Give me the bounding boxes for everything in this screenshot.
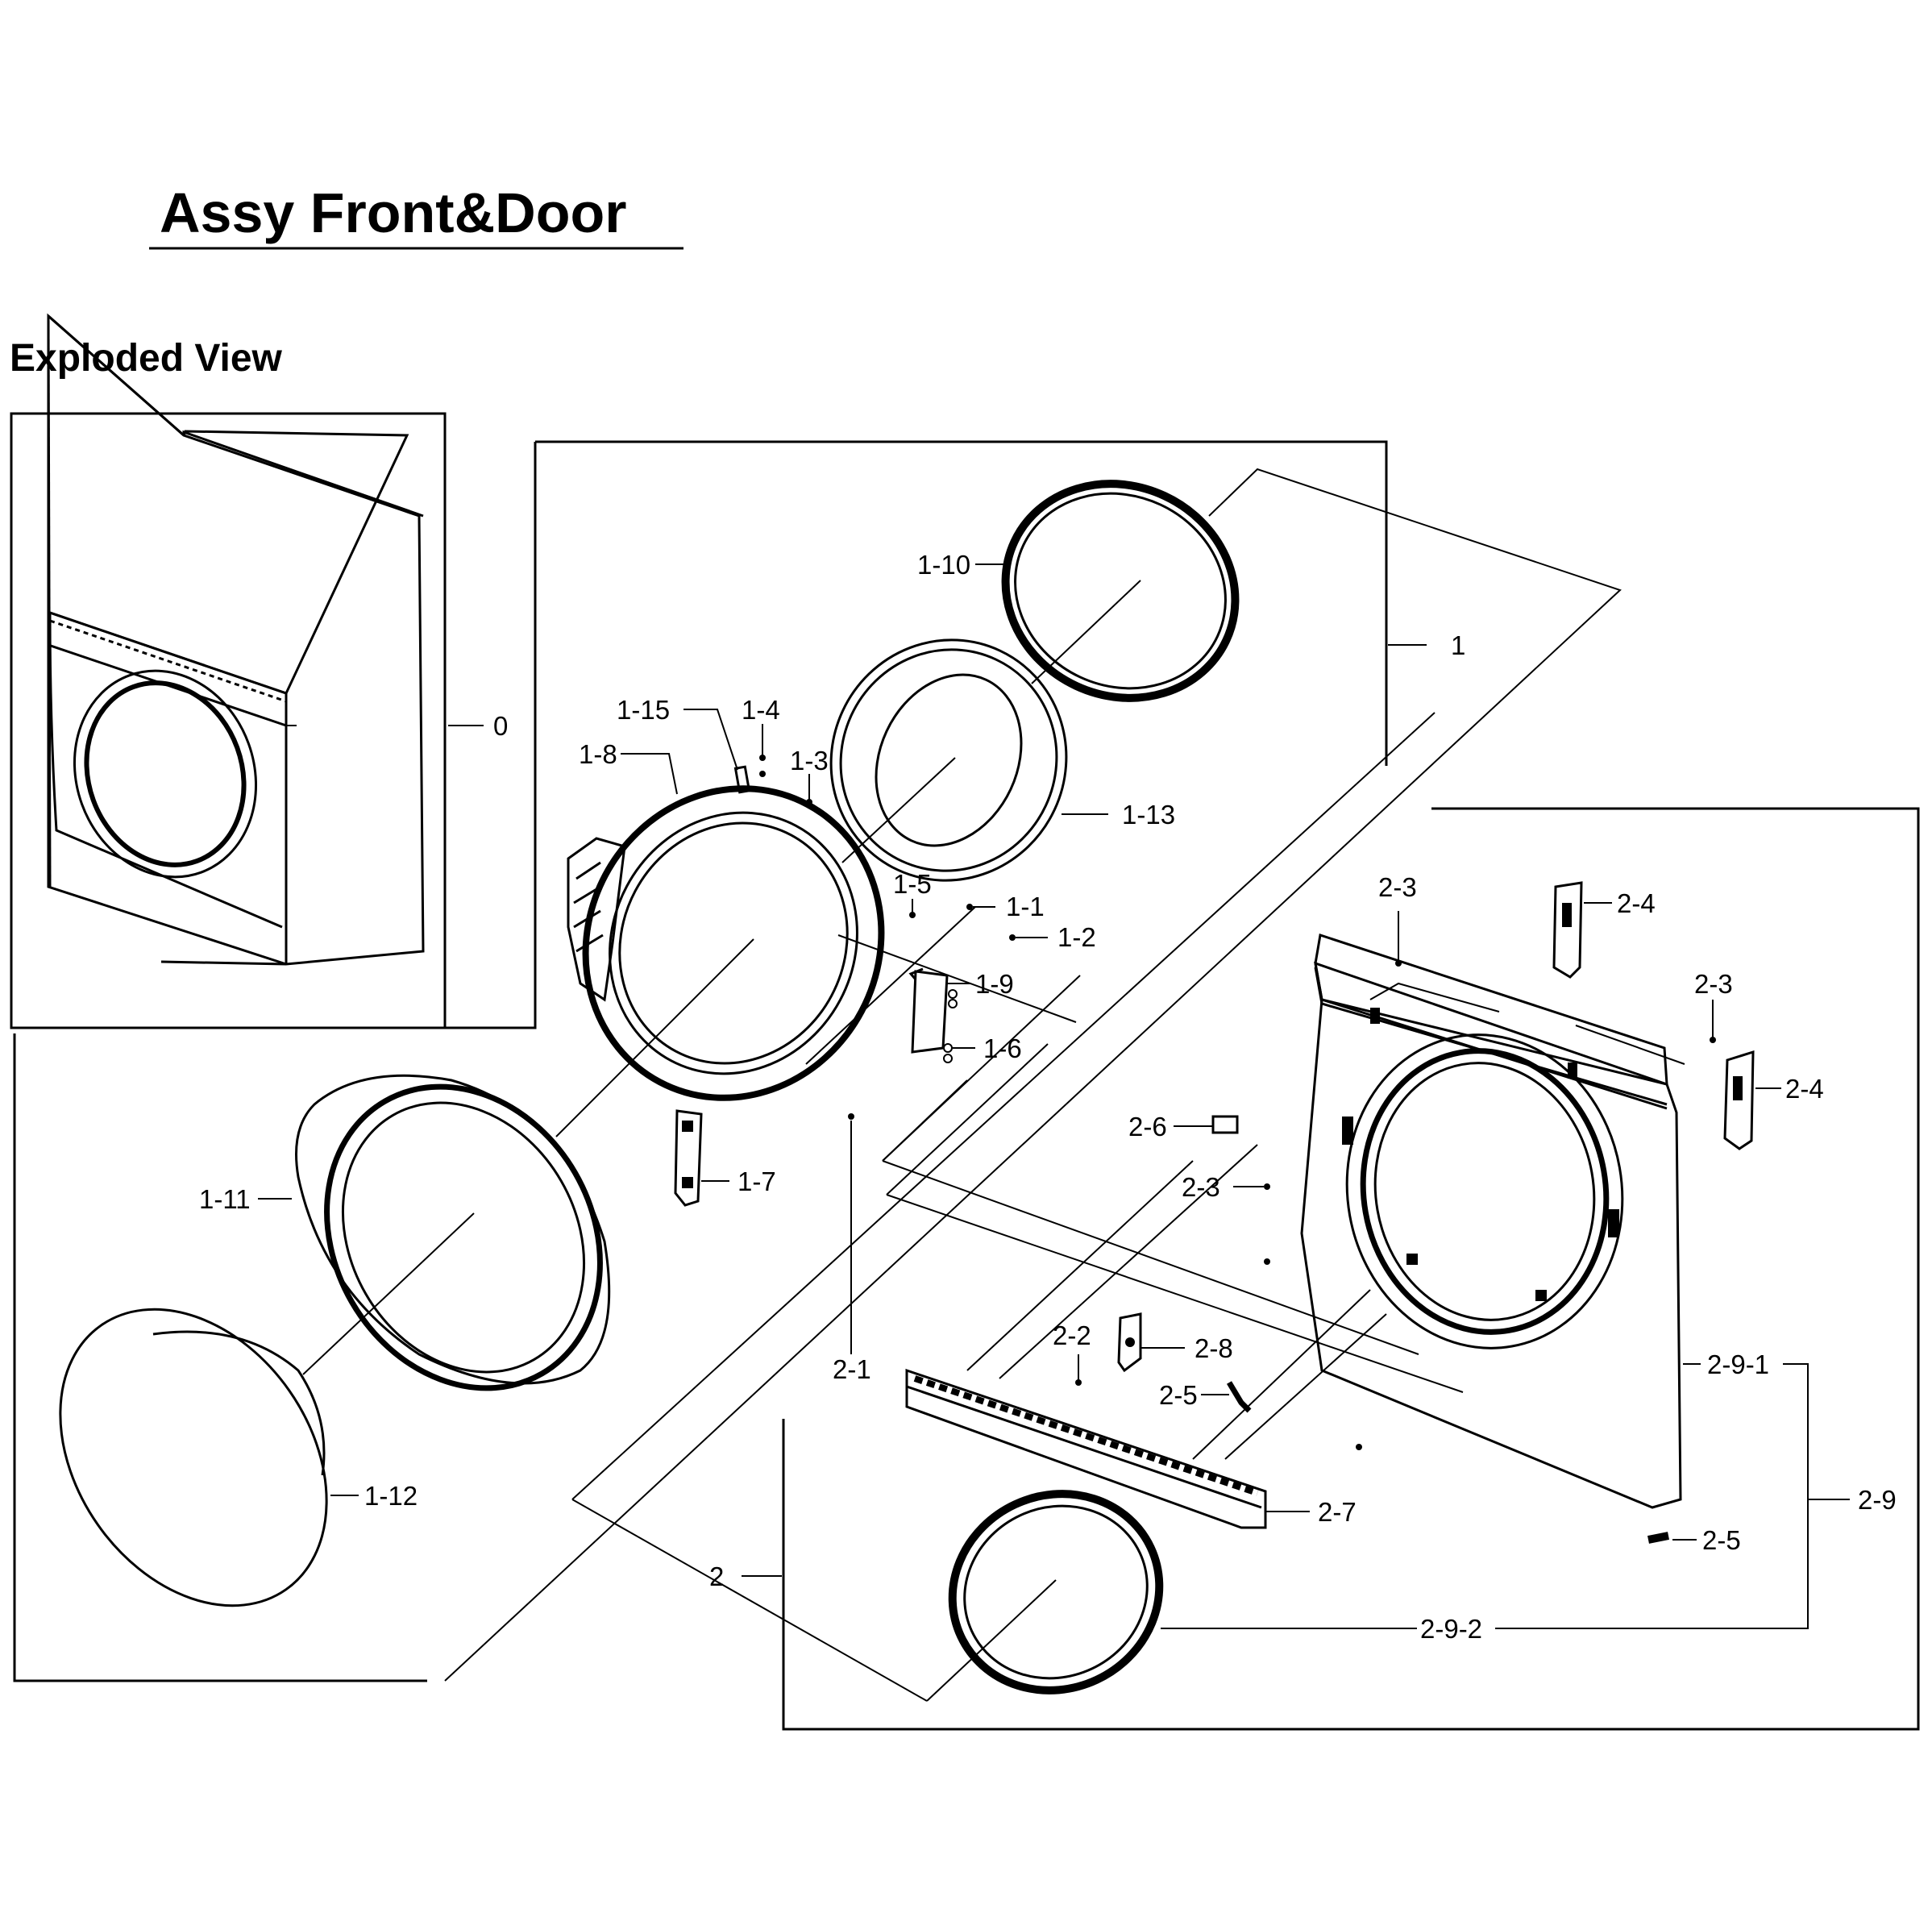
- hinge-pin-1-15: [733, 755, 766, 794]
- screw-1-2: [1009, 934, 1016, 941]
- label-2-3-top: 2-3: [1378, 872, 1417, 902]
- label-1-8: 1-8: [579, 739, 617, 769]
- label-2-4-right: 2-4: [1785, 1074, 1824, 1104]
- label-1-1: 1-1: [1006, 892, 1045, 921]
- part-2-6: [1211, 1115, 1239, 1134]
- inner-glass-1-13: [829, 638, 1068, 882]
- label-1-11: 1-11: [199, 1184, 251, 1214]
- label-2-5-right: 2-5: [1702, 1525, 1741, 1555]
- screw-2-3a: [1395, 960, 1402, 967]
- label-2-3-right: 2-3: [1694, 969, 1733, 999]
- screw-1-6: [943, 1043, 953, 1053]
- label-1-2: 1-2: [1057, 922, 1096, 952]
- label-0: 0: [493, 711, 508, 741]
- label-1: 1: [1451, 630, 1465, 660]
- group-door-box: [13, 1033, 427, 1682]
- label-2-1: 2-1: [833, 1354, 871, 1384]
- label-1-15: 1-15: [617, 695, 670, 725]
- label-2-9-1: 2-9-1: [1707, 1349, 1769, 1379]
- screw-2-2: [1075, 1379, 1082, 1386]
- assembled-unit-box: [10, 412, 447, 1029]
- label-1-4: 1-4: [742, 695, 780, 725]
- door-seal-1-10: [1001, 480, 1240, 702]
- diagram-subtitle: Exploded View: [10, 337, 283, 380]
- screw-2-3c: [1264, 1183, 1270, 1190]
- bracket-2-4-top: [1552, 881, 1583, 979]
- label-1-10: 1-10: [917, 550, 970, 580]
- part-2-8: [1117, 1312, 1142, 1373]
- handle-1-7: [674, 1109, 703, 1207]
- label-2-9-2: 2-9-2: [1420, 1614, 1482, 1644]
- label-2-7: 2-7: [1318, 1497, 1357, 1527]
- screw-2-1: [848, 1113, 854, 1120]
- label-1-5: 1-5: [893, 869, 932, 899]
- gasket-2-9-2: [948, 1490, 1164, 1695]
- group-1-box: [535, 440, 1388, 766]
- explosion-lines: [444, 468, 1622, 1702]
- label-1-6: 1-6: [983, 1033, 1022, 1063]
- label-2-3-left: 2-3: [1182, 1172, 1220, 1202]
- hinge-1-9: [908, 967, 958, 1054]
- label-2-4-top: 2-4: [1617, 888, 1656, 918]
- label-2: 2: [709, 1561, 724, 1591]
- part-2-5-right: [1647, 1532, 1669, 1544]
- group-1-box-left: [445, 442, 537, 1029]
- part-2-5-left: [1226, 1381, 1252, 1413]
- label-2-8: 2-8: [1195, 1333, 1233, 1363]
- screw-1-1: [966, 904, 973, 910]
- label-1-7: 1-7: [737, 1166, 776, 1196]
- label-1-3: 1-3: [790, 746, 829, 776]
- group-2-box: [782, 807, 1920, 1731]
- door-cover-1-12: [59, 1308, 328, 1607]
- front-panel-2-9-1: [1300, 934, 1682, 1509]
- label-1-12: 1-12: [364, 1481, 418, 1511]
- label-2-5-left: 2-5: [1159, 1380, 1198, 1410]
- diagram-title: Assy Front&Door: [160, 181, 626, 244]
- door-frame-1-8: [567, 785, 885, 1101]
- bracket-2-4-right: [1723, 1050, 1755, 1150]
- assembled-dryer-drawing: [47, 313, 425, 966]
- screw-2-3b: [1710, 1037, 1716, 1043]
- label-2-9: 2-9: [1858, 1485, 1897, 1515]
- bottom-panel-2-7: [905, 1368, 1267, 1529]
- label-1-9: 1-9: [975, 969, 1014, 999]
- outer-door-1-11: [295, 1074, 611, 1391]
- label-1-13: 1-13: [1122, 800, 1175, 830]
- label-2-6: 2-6: [1128, 1112, 1167, 1141]
- screw-1-5: [909, 912, 916, 918]
- screw-1-3: [806, 799, 812, 805]
